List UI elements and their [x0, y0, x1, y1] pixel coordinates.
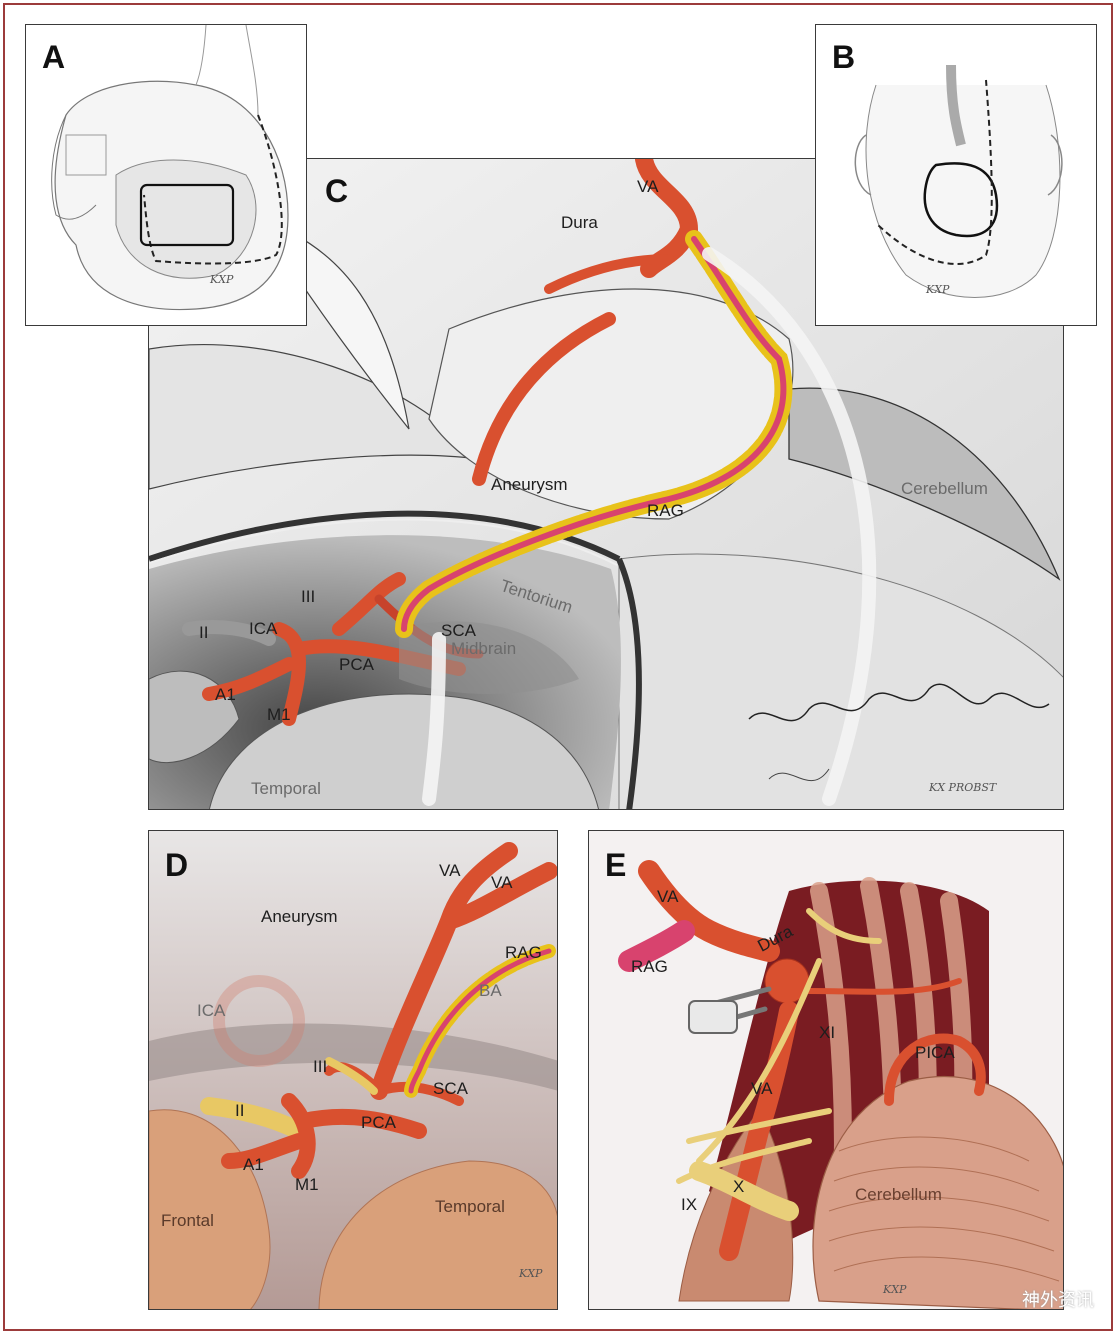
panel-e: E VA Dura RAG XI PICA VA IX X Cerebellum… — [588, 830, 1064, 1310]
label-c-aneurysm: Aneurysm — [491, 475, 568, 494]
panel-a-signature: KXP — [210, 273, 234, 286]
label-e-pica: PICA — [915, 1043, 955, 1062]
panel-d-letter: D — [165, 847, 189, 883]
label-d-ica: ICA — [197, 1001, 226, 1020]
panel-c-letter: C — [325, 173, 349, 209]
figure-frame — [3, 3, 1113, 1331]
panel-b-letter: B — [832, 39, 856, 75]
label-d-temporal: Temporal — [435, 1197, 505, 1216]
panel-d-illustration — [149, 831, 557, 1309]
label-d-pca: PCA — [361, 1113, 396, 1132]
panel-d-signature: KXP — [519, 1267, 543, 1280]
label-c-temporal: Temporal — [251, 779, 321, 798]
panel-e-letter: E — [605, 847, 627, 883]
label-d-va1: VA — [439, 861, 461, 880]
watermark: 神外资讯 — [1022, 1290, 1094, 1311]
panel-e-illustration — [589, 831, 1063, 1309]
label-c-midbrain: Midbrain — [451, 639, 517, 658]
label-c-ii: II — [199, 623, 209, 642]
label-d-aneurysm: Aneurysm — [261, 907, 338, 926]
label-c-dura: Dura — [561, 213, 598, 232]
panel-b: B KXP — [815, 24, 1097, 326]
label-d-ba: BA — [479, 981, 502, 1000]
label-d-frontal: Frontal — [161, 1211, 214, 1230]
label-d-ii: II — [235, 1101, 245, 1120]
panel-a-illustration — [26, 25, 306, 325]
panel-c-illustration — [149, 159, 1063, 809]
label-c-a1: A1 — [215, 685, 236, 704]
panel-d: D VA VA Aneurysm RAG BA ICA III SCA II P… — [148, 830, 558, 1310]
label-c-ica: ICA — [249, 619, 278, 638]
label-d-a1: A1 — [243, 1155, 264, 1174]
label-c-va: VA — [637, 177, 659, 196]
label-e-ix: IX — [681, 1195, 698, 1214]
label-c-m1: M1 — [267, 705, 291, 724]
label-c-rag: RAG — [647, 501, 684, 520]
label-e-cerebellum: Cerebellum — [855, 1185, 942, 1204]
label-e-xi: XI — [819, 1023, 836, 1042]
panel-a: A KXP — [25, 24, 307, 326]
label-e-va-top: VA — [657, 887, 679, 906]
label-d-va2: VA — [491, 873, 513, 892]
panel-a-letter: A — [42, 39, 66, 75]
label-e-x: X — [733, 1177, 745, 1196]
panel-e-signature: KXP — [883, 1283, 907, 1296]
label-e-rag: RAG — [631, 957, 668, 976]
label-c-pca: PCA — [339, 655, 374, 674]
label-c-iii: III — [301, 587, 316, 606]
label-c-cerebellum: Cerebellum — [901, 479, 988, 498]
label-d-m1: M1 — [295, 1175, 319, 1194]
panel-c: C VA Dura Aneurysm RAG Cerebellum Tentor… — [148, 158, 1064, 810]
panel-c-signature: KX PROBST — [929, 781, 997, 794]
label-e-va-mid: VA — [751, 1079, 773, 1098]
label-d-rag: RAG — [505, 943, 542, 962]
label-d-iii: III — [313, 1057, 328, 1076]
panel-b-signature: KXP — [926, 283, 950, 296]
label-d-sca: SCA — [433, 1079, 468, 1098]
label-c-sca: SCA — [441, 621, 476, 640]
panel-b-illustration — [816, 25, 1096, 325]
